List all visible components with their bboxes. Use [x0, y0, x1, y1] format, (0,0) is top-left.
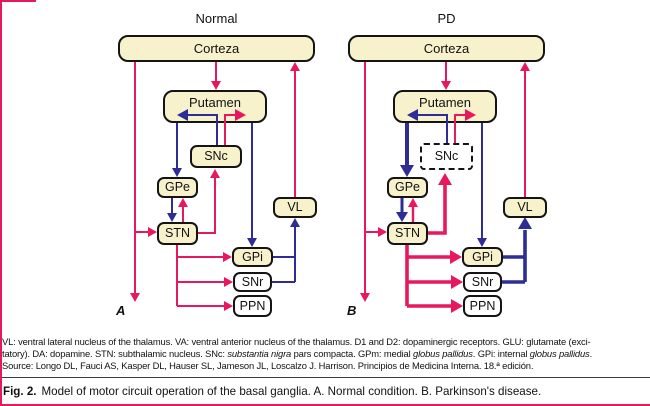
b-cortex-to-stn-arrow: [365, 227, 387, 237]
a-putamen-to-gpe-arrow: [172, 123, 182, 177]
a-gpe-to-stn-arrow: [167, 198, 177, 222]
b-putamen-to-gpi-arrow: [477, 123, 487, 247]
panel-title-normal: Normal: [195, 11, 238, 26]
node-putamen-normal: Putamen: [163, 90, 267, 123]
b-stn-to-gpi-snr-ppn-arrows: [405, 245, 463, 313]
b-stn-to-gpe-arrow: [408, 198, 418, 222]
node-gpi-pd: GPi: [462, 247, 503, 267]
a-putamen-to-gpi-arrow: [247, 123, 257, 247]
node-gpe-pd: GPe: [387, 177, 428, 198]
footnote: VL: ventral lateral nucleus of the thala…: [2, 336, 593, 371]
a-stn-to-gpi-snr-ppn-arrows: [176, 245, 233, 311]
b-vl-to-cortex-arrow: [520, 62, 530, 197]
node-corteza-pd: Corteza: [348, 35, 545, 62]
page-left-rule: [0, 0, 2, 406]
a-stn-to-gpe-arrow: [178, 198, 188, 222]
a-cortex-to-stn-arrow: [135, 227, 157, 237]
panel-label-a: A: [116, 303, 126, 318]
a-stn-to-snc-arrow: [198, 169, 220, 234]
node-snr-pd: SNr: [463, 272, 502, 292]
a-cortex-descending-arrow: [130, 62, 140, 302]
b-cortex-descending-arrow: [360, 62, 370, 302]
page-top-rule: [0, 0, 36, 2]
node-vl-normal: VL: [273, 197, 317, 218]
b-stn-to-snc-arrow: [428, 173, 452, 235]
a-cortex-to-putamen-arrow: [211, 62, 221, 90]
node-gpi-normal: GPi: [232, 247, 273, 267]
pathway-arrows-svg: [130, 62, 532, 313]
figure-caption-label: Fig. 2.: [3, 385, 37, 398]
node-snc-normal: SNc: [190, 145, 242, 168]
a-gpi-snr-to-vl-arrow: [272, 218, 300, 283]
node-snc-pd-degenerated: SNc: [420, 143, 473, 170]
caption-divider: [0, 377, 650, 378]
node-ppn-pd: PPN: [463, 295, 502, 317]
node-vl-pd: VL: [503, 197, 547, 218]
b-gpe-to-stn-arrow: [396, 198, 408, 222]
node-ppn-normal: PPN: [233, 295, 272, 317]
b-cortex-to-putamen-arrow: [441, 62, 451, 90]
figure-caption-text: Model of motor circuit operation of the …: [41, 385, 542, 398]
a-vl-to-cortex-arrow: [290, 62, 300, 197]
figure-caption: Fig. 2. Model of motor circuit operation …: [3, 385, 541, 398]
panel-label-b: B: [347, 303, 357, 318]
dopamine-arrows-svg: [177, 109, 476, 145]
b-gpi-snr-to-vl-arrow: [502, 217, 532, 284]
b-putamen-to-gpe-arrow: [400, 123, 414, 177]
node-gpe-normal: GPe: [157, 177, 198, 198]
node-putamen-pd: Putamen: [393, 90, 497, 123]
node-stn-pd: STN: [387, 222, 428, 245]
node-corteza-normal: Corteza: [118, 35, 315, 62]
node-stn-normal: STN: [157, 222, 198, 245]
panel-title-pd: PD: [437, 11, 456, 26]
page-bottom-rule: [0, 404, 650, 406]
node-snr-normal: SNr: [233, 272, 272, 292]
